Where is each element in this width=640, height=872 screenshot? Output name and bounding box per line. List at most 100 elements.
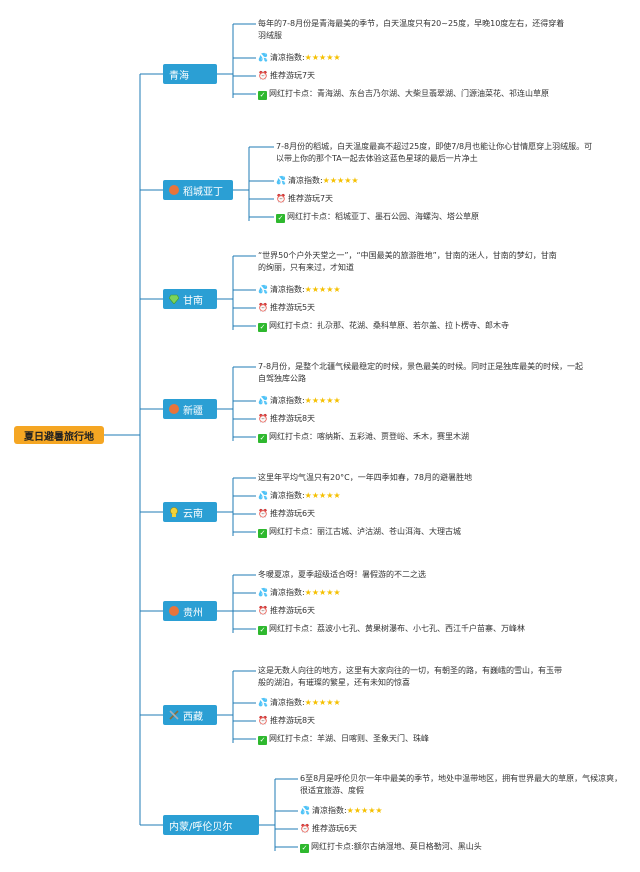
check-icon: ✓ — [258, 434, 267, 443]
spots-label: 网红打卡点：扎尕那、花湖、桑科草原、若尔盖、拉卜楞寺、郎木寺 — [269, 321, 509, 330]
coolness-rating: 💦清凉指数:★★★★★ — [276, 175, 359, 187]
droplets-icon: 💦 — [300, 806, 310, 815]
alarm-clock-icon: ⏰ — [258, 716, 268, 725]
gem-icon — [168, 294, 180, 305]
star-rating: ★★★★★ — [304, 588, 341, 597]
region-node: 青海 — [163, 64, 217, 84]
coolness-rating: 💦清凉指数:★★★★★ — [258, 284, 341, 296]
recommended-days: ⏰推荐游玩6天 — [300, 823, 357, 835]
region-node: 稻城亚丁 — [163, 180, 233, 200]
droplets-icon: 💦 — [258, 698, 268, 707]
alarm-clock-icon: ⏰ — [258, 71, 268, 80]
check-icon: ✓ — [258, 529, 267, 538]
coolness-label: 清凉指数: — [269, 491, 305, 500]
recommended-days: ⏰推荐游玩6天 — [258, 508, 315, 520]
alarm-clock-icon: ⏰ — [300, 824, 310, 833]
tools-icon — [169, 710, 179, 720]
region-label: 甘南 — [183, 295, 203, 307]
popular-spots: ✓网红打卡点：羊湖、日喀则、圣象天门、珠峰 — [258, 733, 429, 745]
region-label: 西藏 — [183, 711, 203, 723]
region-description: 7-8月份的稻城，白天温度最高不超过25度，即使7/8月也能让你心甘情愿穿上羽绒… — [276, 142, 593, 163]
spots-label: 网红打卡点：丽江古城、泸沽湖、苍山洱海、大理古城 — [269, 527, 461, 536]
region-description: 这里年平均气温只有20°C，一年四季如春，78月的避暑胜地 — [258, 473, 472, 482]
days-label: 推荐游玩6天 — [311, 824, 358, 833]
region-node: 内蒙/呼伦贝尔 — [163, 815, 259, 835]
root-label: 夏日避暑旅行地 — [24, 431, 94, 443]
recommended-days: ⏰推荐游玩7天 — [258, 70, 315, 82]
orange-dot-icon — [169, 404, 179, 414]
region-node: 甘南 — [163, 289, 217, 309]
region-description: “世界50个户外天堂之一”，“中国最美的旅游胜地”，甘南的迷人，甘南的梦幻，甘南… — [258, 251, 557, 272]
check-icon: ✓ — [276, 214, 285, 223]
coolness-label: 清凉指数: — [311, 806, 347, 815]
days-label: 推荐游玩7天 — [287, 194, 334, 203]
droplets-icon: 💦 — [258, 285, 268, 294]
star-rating: ★★★★★ — [346, 806, 383, 815]
coolness-rating: 💦清凉指数:★★★★★ — [258, 395, 341, 407]
region-description: 冬暖夏凉，夏季超级适合呀！暑假游的不二之选 — [258, 570, 426, 579]
spots-label: 网红打卡点：稻城亚丁、墨石公园、海螺沟、塔公草原 — [287, 212, 479, 221]
recommended-days: ⏰推荐游玩8天 — [258, 413, 315, 425]
check-icon: ✓ — [300, 844, 309, 853]
recommended-days: ⏰推荐游玩6天 — [258, 605, 315, 617]
spots-label: 网红打卡点：荔波小七孔、黄果树瀑布、小七孔、西江千户苗寨、万峰林 — [269, 624, 525, 633]
coolness-rating: 💦清凉指数:★★★★★ — [258, 52, 341, 64]
region-node: 西藏 — [163, 705, 217, 725]
coolness-rating: 💦清凉指数:★★★★★ — [258, 697, 341, 709]
spots-label: 网红打卡点：喀纳斯、五彩滩、贾登峪、禾木，赛里木湖 — [269, 432, 469, 441]
popular-spots: ✓网红打卡点：喀纳斯、五彩滩、贾登峪、禾木，赛里木湖 — [258, 431, 469, 443]
region-node: 云南 — [163, 502, 217, 522]
popular-spots: ✓网红打卡点：青海湖、东台吉乃尔湖、大柴旦翡翠湖、门源油菜花、祁连山草原 — [258, 88, 549, 100]
star-rating: ★★★★★ — [304, 396, 341, 405]
region-label: 稻城亚丁 — [183, 186, 223, 198]
region-node: 贵州 — [163, 601, 217, 621]
coolness-rating: 💦清凉指数:★★★★★ — [258, 587, 341, 599]
region-label: 贵州 — [183, 607, 203, 619]
popular-spots: ✓网红打卡点:额尔古纳湿地、莫日格勒河、黑山头 — [300, 841, 482, 853]
coolness-label: 清凉指数: — [269, 698, 305, 707]
check-icon: ✓ — [258, 323, 267, 332]
check-icon: ✓ — [258, 91, 267, 100]
star-rating: ★★★★★ — [304, 53, 341, 62]
badge-icon — [169, 507, 179, 517]
popular-spots: ✓网红打卡点：稻城亚丁、墨石公园、海螺沟、塔公草原 — [276, 211, 479, 223]
coolness-rating: 💦清凉指数:★★★★★ — [258, 490, 341, 502]
spots-label: 网红打卡点:额尔古纳湿地、莫日格勒河、黑山头 — [311, 842, 482, 851]
alarm-clock-icon: ⏰ — [258, 606, 268, 615]
days-label: 推荐游玩8天 — [269, 414, 316, 423]
recommended-days: ⏰推荐游玩8天 — [258, 715, 315, 727]
popular-spots: ✓网红打卡点：丽江古城、泸沽湖、苍山洱海、大理古城 — [258, 526, 461, 538]
region-description: 6至8月是呼伦贝尔一年中最美的季节，地处中温带地区，拥有世界最大的草原，气候凉爽… — [300, 774, 623, 795]
star-rating: ★★★★★ — [322, 176, 359, 185]
recommended-days: ⏰推荐游玩5天 — [258, 302, 315, 314]
alarm-clock-icon: ⏰ — [258, 303, 268, 312]
alarm-clock-icon: ⏰ — [258, 414, 268, 423]
coolness-rating: 💦清凉指数:★★★★★ — [300, 805, 383, 817]
spots-label: 网红打卡点：青海湖、东台吉乃尔湖、大柴旦翡翠湖、门源油菜花、祁连山草原 — [269, 89, 549, 98]
droplets-icon: 💦 — [258, 396, 268, 405]
alarm-clock-icon: ⏰ — [258, 509, 268, 518]
check-icon: ✓ — [258, 626, 267, 635]
droplets-icon: 💦 — [276, 176, 286, 185]
droplets-icon: 💦 — [258, 53, 268, 62]
check-icon: ✓ — [258, 736, 267, 745]
coolness-label: 清凉指数: — [269, 396, 305, 405]
popular-spots: ✓网红打卡点：扎尕那、花湖、桑科草原、若尔盖、拉卜楞寺、郎木寺 — [258, 320, 509, 332]
region-description: 7-8月份，是整个北疆气候最稳定的时候，景色最美的时候。同时正是独库最美的时候，… — [258, 362, 584, 383]
coolness-label: 清凉指数: — [287, 176, 323, 185]
region-description: 每年的7-8月份是青海最美的季节，白天温度只有20~25度，早晚10度左右，还得… — [258, 19, 565, 40]
popular-spots: ✓网红打卡点：荔波小七孔、黄果树瀑布、小七孔、西江千户苗寨、万峰林 — [258, 623, 525, 635]
coolness-label: 清凉指数: — [269, 285, 305, 294]
orange-dot-icon — [169, 606, 179, 616]
region-label: 青海 — [169, 70, 189, 82]
days-label: 推荐游玩7天 — [269, 71, 316, 80]
region-label: 新疆 — [183, 405, 203, 417]
region-node: 新疆 — [163, 399, 217, 419]
droplets-icon: 💦 — [258, 588, 268, 597]
star-rating: ★★★★★ — [304, 491, 341, 500]
region-label: 云南 — [183, 508, 203, 520]
droplets-icon: 💦 — [258, 491, 268, 500]
days-label: 推荐游玩6天 — [269, 509, 316, 518]
days-label: 推荐游玩5天 — [269, 303, 316, 312]
